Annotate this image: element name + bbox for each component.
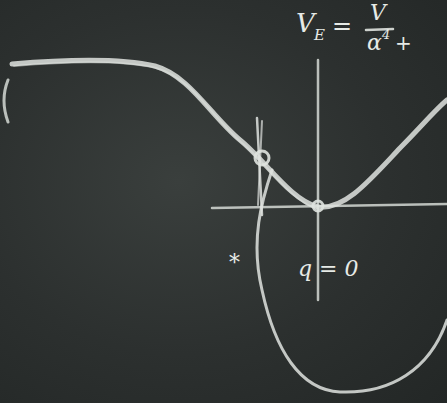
- exponent-text: 4: [382, 28, 390, 41]
- operator-text: +: [395, 33, 412, 53]
- chalk-strokes: [4, 29, 447, 392]
- variable-text: V: [296, 10, 315, 36]
- loop-curve: [257, 170, 447, 392]
- edge-arc: [4, 80, 8, 122]
- marker-text: *: [229, 252, 240, 274]
- variable-text: α: [367, 32, 382, 54]
- marker-line: [257, 118, 262, 215]
- potential-curve-shade: [14, 63, 318, 210]
- point-marker: [255, 151, 269, 165]
- horizontal-axis: [212, 204, 447, 208]
- minimum-marker: [313, 201, 323, 211]
- potential-curve: [12, 61, 447, 208]
- condition-text: q = 0: [298, 258, 359, 280]
- subscript-text: E: [314, 28, 325, 43]
- operator-text: =: [332, 14, 352, 38]
- variable-text: V: [370, 2, 386, 24]
